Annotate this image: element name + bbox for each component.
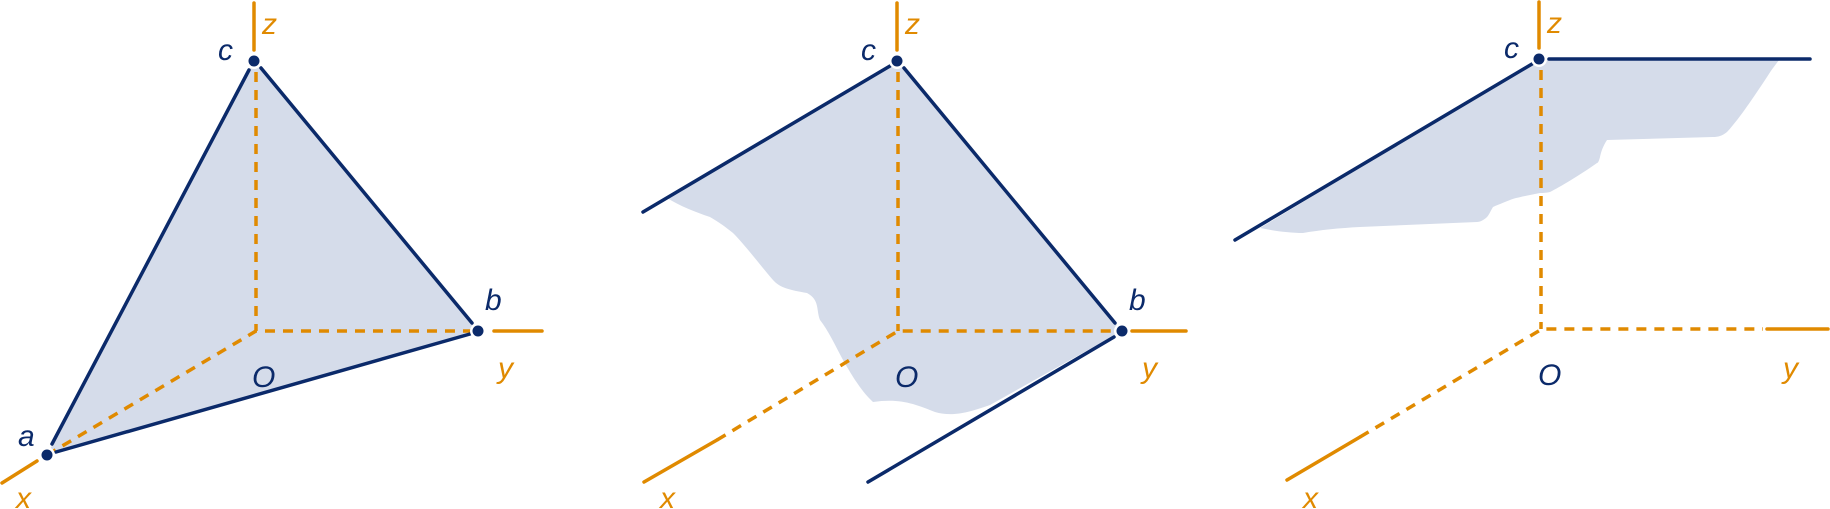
plane-surface <box>667 61 1122 415</box>
b-label: b <box>485 284 502 317</box>
point-c <box>889 53 905 69</box>
point-c <box>246 53 262 69</box>
origin-label: O <box>1538 359 1561 392</box>
edge-c-b <box>259 66 474 325</box>
a-label: a <box>18 420 35 453</box>
panel-3: z c y O x <box>1233 0 1830 509</box>
b-label: b <box>1129 284 1146 317</box>
origin-label: O <box>895 361 918 394</box>
y-label: y <box>496 352 515 385</box>
x-axis <box>1285 435 1362 482</box>
point-b <box>1114 323 1130 339</box>
z-label: z <box>261 8 277 41</box>
z-label: z <box>904 8 920 41</box>
point-a <box>39 447 55 463</box>
edge-c-left <box>641 64 892 214</box>
point-b <box>470 323 486 339</box>
edge-c-b <box>902 66 1117 325</box>
y-label: y <box>1781 352 1800 385</box>
edge-b-a <box>54 332 472 454</box>
x-label: x <box>658 482 676 509</box>
z-label: z <box>1546 7 1562 40</box>
panel-1: z c b y O a x <box>0 1 544 509</box>
plane-surface <box>1260 59 1780 233</box>
x-axis <box>642 438 719 484</box>
origin-label: O <box>252 361 275 394</box>
c-label: c <box>218 34 233 67</box>
point-c <box>1531 51 1547 67</box>
plane-surface <box>47 61 478 455</box>
y-axis-hidden <box>46 329 478 457</box>
edge-a-c <box>50 68 251 446</box>
y-axis-hidden <box>716 329 1122 442</box>
y-label: y <box>1140 352 1159 385</box>
x-y-axes-hidden <box>1359 327 1763 439</box>
edge-c-left <box>1233 62 1534 242</box>
edge-b-lower <box>866 335 1116 484</box>
c-label: c <box>1504 32 1519 65</box>
panel-2: z c b y O x <box>641 1 1188 509</box>
x-label: x <box>1301 482 1319 509</box>
c-label: c <box>861 34 876 67</box>
x-label: x <box>14 482 32 509</box>
x-axis <box>0 459 39 485</box>
